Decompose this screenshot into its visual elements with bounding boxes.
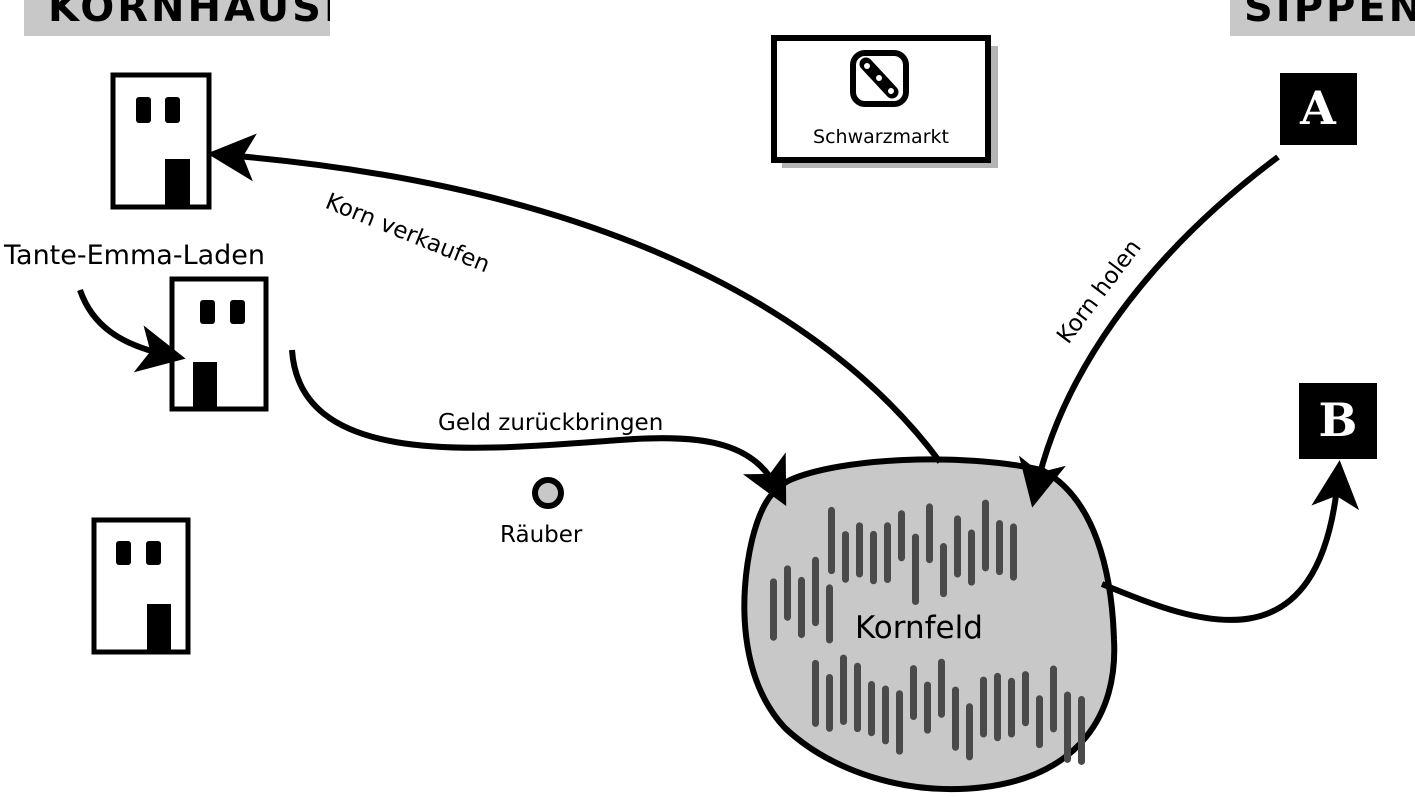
header-sippen: SIPPEN bbox=[1230, 0, 1415, 36]
arrow-kornfeld-to-b bbox=[1100, 460, 1360, 623]
corn-stalk bbox=[854, 662, 861, 733]
label-schwarzmarkt: Schwarzmarkt bbox=[813, 126, 949, 148]
corn-stalk bbox=[994, 672, 1001, 742]
kornhaus-building-3 bbox=[91, 517, 191, 655]
corn-stalk bbox=[870, 530, 877, 585]
sippe-a-letter: A bbox=[1299, 81, 1337, 135]
corn-stalk bbox=[926, 503, 933, 564]
kornfeld-stalks bbox=[770, 499, 1085, 765]
corn-stalk bbox=[938, 658, 945, 718]
corn-stalk bbox=[912, 533, 919, 605]
corn-stalk bbox=[770, 578, 777, 641]
corn-stalk bbox=[924, 681, 931, 734]
corn-stalk bbox=[898, 510, 905, 562]
corn-stalk bbox=[1010, 523, 1017, 581]
label-korn-verkaufen: Korn verkaufen bbox=[322, 189, 494, 279]
corn-stalk bbox=[968, 529, 975, 586]
corn-stalk bbox=[798, 576, 805, 639]
corn-stalk bbox=[896, 690, 903, 755]
corn-stalk bbox=[826, 584, 833, 644]
corn-stalk bbox=[884, 522, 891, 584]
label-kornfeld: Kornfeld bbox=[855, 610, 983, 646]
corn-stalk bbox=[952, 686, 959, 751]
corn-stalk bbox=[1078, 696, 1085, 765]
corn-stalk bbox=[1050, 665, 1057, 733]
sippe-b-letter: B bbox=[1319, 393, 1358, 447]
corn-stalk bbox=[1022, 671, 1029, 727]
raeuber-marker bbox=[532, 477, 564, 509]
label-tante-emma-laden: Tante-Emma-Laden bbox=[4, 240, 266, 271]
kornhaus-building-1 bbox=[110, 72, 212, 210]
corn-stalk bbox=[1036, 695, 1043, 749]
schwarzmarkt-icon bbox=[850, 50, 909, 107]
corn-stalk bbox=[910, 665, 917, 720]
arrow-geld-zurueck bbox=[289, 349, 787, 507]
kornhaus-building-2 bbox=[169, 276, 269, 412]
label-raeuber: Räuber bbox=[500, 522, 583, 548]
corn-stalk bbox=[784, 565, 791, 621]
label-geld-zurueckbringen: Geld zurückbringen bbox=[438, 410, 664, 436]
sippe-a-box bbox=[1280, 73, 1357, 145]
corn-stalk bbox=[980, 676, 987, 738]
corn-stalk bbox=[1008, 677, 1015, 738]
corn-stalk bbox=[828, 506, 835, 575]
corn-stalk bbox=[842, 531, 849, 583]
corn-stalk bbox=[840, 654, 847, 726]
corn-stalk bbox=[1064, 691, 1071, 763]
corn-stalk bbox=[812, 659, 819, 727]
arrow-korn-verkaufen bbox=[207, 133, 943, 464]
sippe-b-box bbox=[1299, 383, 1377, 459]
corn-stalk bbox=[812, 556, 819, 627]
corn-stalk bbox=[940, 542, 947, 598]
corn-stalk bbox=[868, 680, 875, 737]
corn-stalk bbox=[826, 674, 833, 732]
corn-stalk bbox=[954, 515, 961, 578]
corn-stalk bbox=[966, 703, 973, 761]
corn-stalk bbox=[996, 520, 1003, 576]
arrow-tante-emma bbox=[77, 288, 186, 373]
arrow-korn-holen bbox=[1018, 154, 1280, 508]
header-kornhaeuser: KORNHÄUSER bbox=[24, 0, 330, 36]
corn-stalk bbox=[982, 499, 989, 572]
corn-stalk bbox=[882, 685, 889, 745]
corn-stalk bbox=[856, 522, 863, 578]
